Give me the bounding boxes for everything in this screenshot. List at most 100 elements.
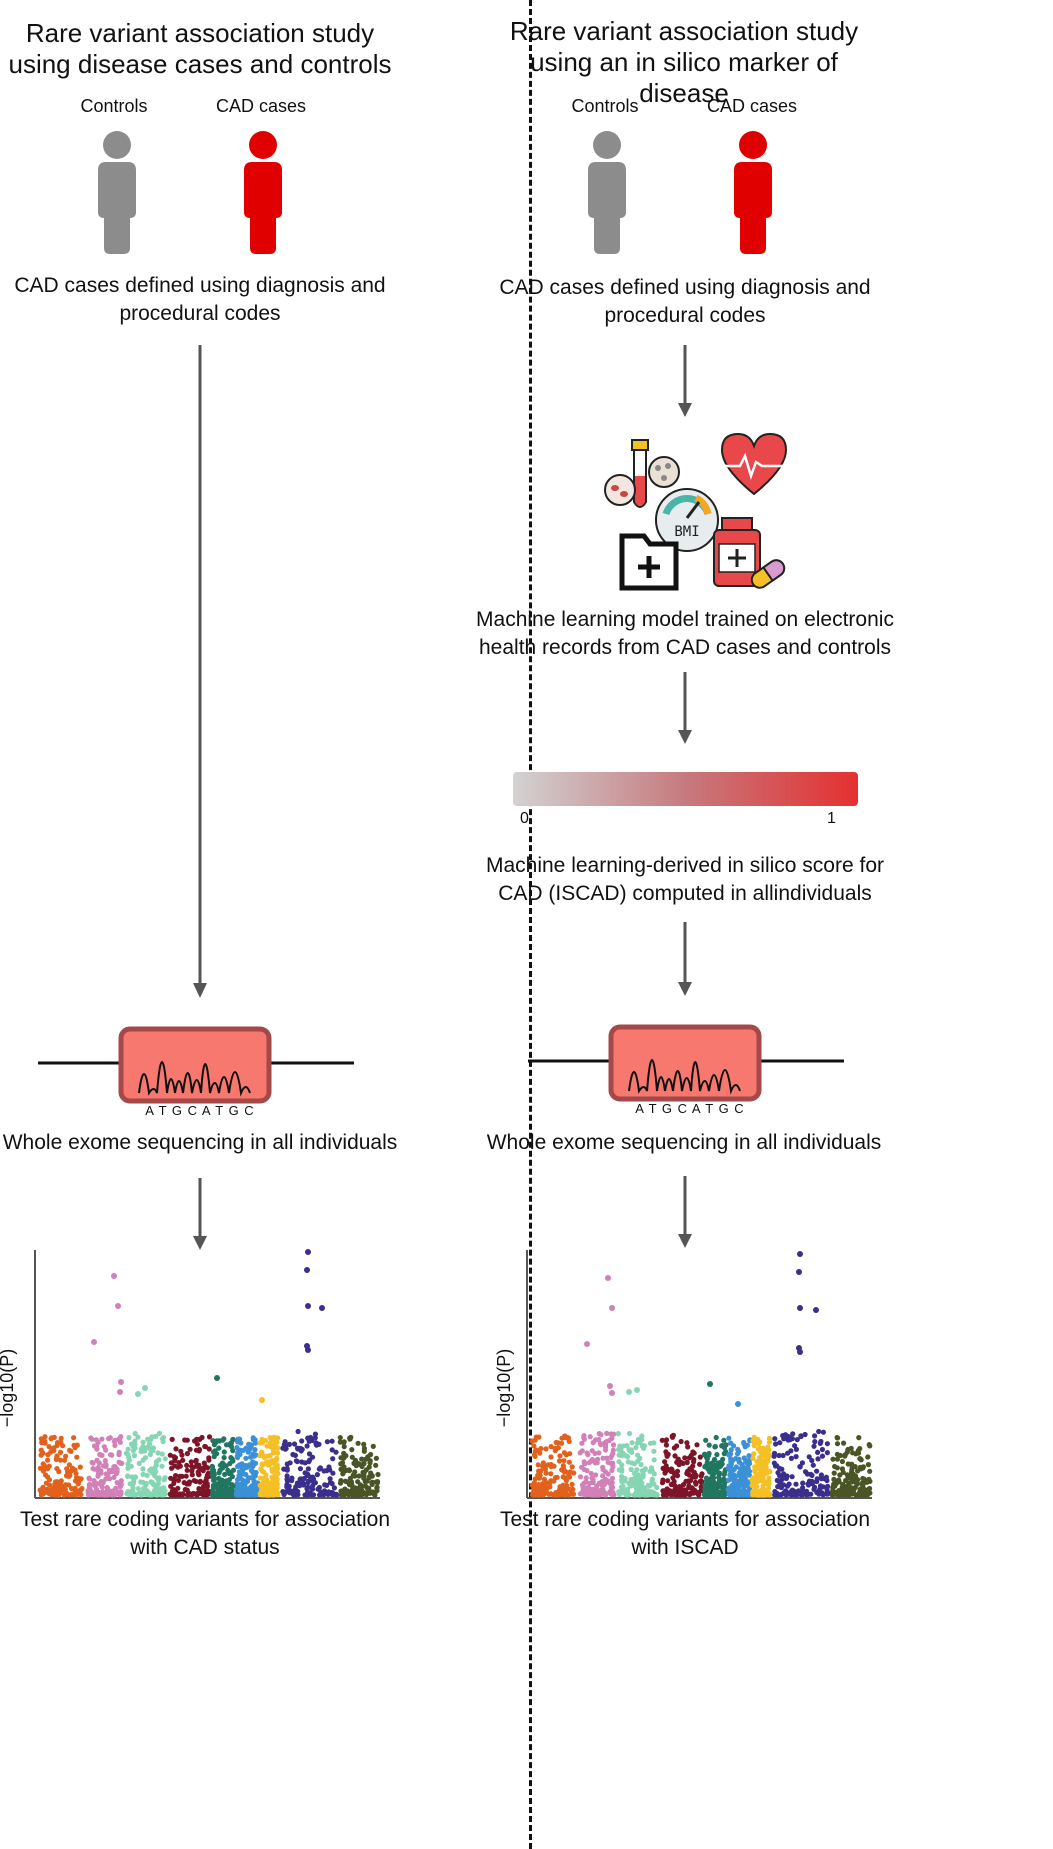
plot-point (308, 1434, 314, 1441)
plot-point (593, 1460, 599, 1466)
plot-point (834, 1441, 841, 1447)
plot-point (63, 1491, 69, 1497)
plot-point (173, 1490, 179, 1496)
plot-point (196, 1471, 202, 1478)
plot-point (559, 1435, 565, 1441)
plot-point (56, 1484, 62, 1490)
plot-point (663, 1442, 669, 1448)
plot-point (593, 1472, 599, 1478)
plot-point (156, 1475, 162, 1481)
plot-point (40, 1461, 46, 1467)
plot-point (569, 1464, 575, 1470)
plot-point (759, 1451, 765, 1457)
plot-point (697, 1461, 703, 1467)
plot-point (293, 1458, 299, 1464)
plot-point (194, 1436, 200, 1442)
plot-point (105, 1471, 111, 1478)
plot-point (761, 1445, 767, 1451)
plot-point-significant (605, 1275, 611, 1281)
plot-point (107, 1476, 113, 1482)
plot-point (547, 1484, 553, 1490)
plot-point (217, 1492, 223, 1498)
plot-point (743, 1465, 749, 1471)
plot-point (235, 1489, 241, 1495)
plot-point (692, 1474, 698, 1480)
plot-point (604, 1455, 610, 1461)
plot-point (375, 1471, 381, 1478)
plot-point (145, 1436, 151, 1442)
plot-point (97, 1481, 103, 1487)
plot-point (544, 1480, 550, 1486)
plot-point (708, 1464, 714, 1470)
plot-point (357, 1461, 363, 1468)
plot-point-significant (797, 1251, 803, 1257)
plot-point (858, 1456, 864, 1462)
plot-point (131, 1476, 137, 1482)
plot-point (128, 1441, 135, 1447)
plot-point (330, 1456, 336, 1462)
plot-point (368, 1470, 374, 1476)
plot-point (230, 1448, 236, 1454)
plot-point (148, 1466, 154, 1472)
plot-point (347, 1435, 353, 1441)
plot-point (529, 1438, 535, 1444)
plot-point (647, 1440, 653, 1446)
plot-point (557, 1453, 563, 1459)
plot-point-significant (626, 1389, 632, 1395)
plot-point (53, 1492, 59, 1498)
plot-point (221, 1436, 227, 1442)
plot-point (265, 1492, 271, 1498)
plot-point (162, 1456, 168, 1462)
plot-point (49, 1488, 55, 1494)
plot-point (729, 1467, 735, 1473)
plot-point (672, 1453, 678, 1459)
plot-point (58, 1449, 64, 1455)
plot-point (533, 1434, 539, 1440)
plot-point (43, 1480, 49, 1486)
plot-point (746, 1468, 753, 1474)
plot-point (194, 1492, 200, 1498)
plot-point (812, 1433, 818, 1439)
plot-point (286, 1483, 292, 1489)
plot-point (315, 1486, 321, 1492)
plot-point (721, 1481, 727, 1487)
plot-point (831, 1476, 837, 1482)
plot-point (713, 1492, 719, 1498)
control-person-icon (98, 131, 136, 254)
plot-point (834, 1456, 840, 1462)
plot-point (735, 1446, 741, 1452)
plot-point (365, 1490, 371, 1496)
plot-point (204, 1492, 210, 1498)
plot-point (771, 1453, 777, 1459)
plot-point (267, 1435, 273, 1441)
plot-point (673, 1491, 680, 1497)
plot-point (548, 1444, 554, 1450)
plot-point (800, 1480, 806, 1486)
plot-point (65, 1473, 71, 1479)
plot-point (766, 1477, 772, 1483)
plot-point (802, 1469, 809, 1475)
plot-point (142, 1455, 149, 1461)
plot-point (111, 1474, 117, 1480)
plot-point (766, 1439, 773, 1445)
plot-point (763, 1460, 769, 1466)
plot-point (842, 1453, 848, 1459)
plot-point (148, 1491, 154, 1497)
plot-point (865, 1488, 871, 1494)
plot-point (608, 1431, 614, 1437)
plot-point (684, 1440, 690, 1446)
plot-point (663, 1438, 669, 1444)
plot-point (736, 1456, 742, 1462)
plot-point (667, 1491, 674, 1497)
plot-point-significant (118, 1379, 124, 1385)
plot-point (816, 1489, 822, 1495)
left-y-axis-label: −log10(P) (0, 1348, 17, 1428)
plot-point (691, 1456, 697, 1463)
plot-point (125, 1446, 131, 1452)
plot-point (780, 1475, 786, 1481)
plot-point (74, 1454, 80, 1460)
plot-point (774, 1490, 780, 1496)
plot-point (297, 1466, 303, 1472)
plot-point (540, 1490, 546, 1496)
plot-point (130, 1448, 136, 1454)
